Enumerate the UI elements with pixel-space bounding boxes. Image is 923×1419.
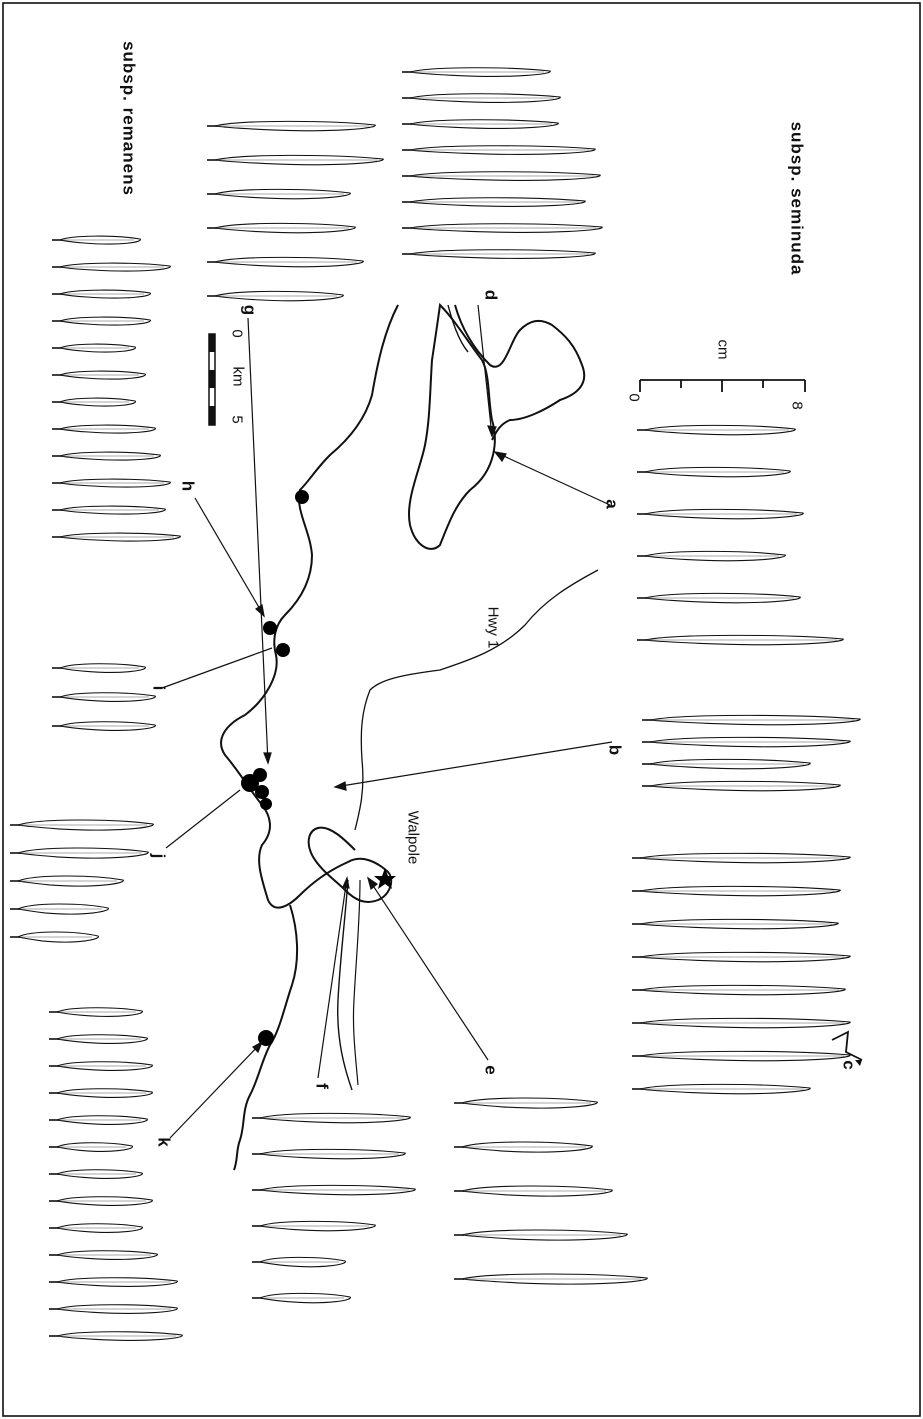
map-scale-segment — [209, 406, 215, 425]
pointer-line-e — [367, 877, 489, 1061]
population-dot — [253, 768, 267, 782]
sample-label-j: j — [149, 853, 169, 860]
pointer-line-d — [477, 304, 493, 437]
population-dot — [255, 785, 269, 799]
pointer-arrow-d — [487, 425, 497, 438]
pointer-arrow-k — [252, 1040, 264, 1054]
north-arrow-head-icon — [855, 1060, 862, 1066]
pointer-arrow-g — [263, 752, 272, 765]
inlet-shoreline — [220, 304, 399, 909]
title-subsp-remanens: subsp. remanens — [119, 41, 139, 196]
sample-label-a: a — [602, 499, 622, 510]
sample-label-c: c — [839, 1060, 859, 1071]
sample-label-b: b — [605, 744, 625, 757]
leaf-scale-bar — [639, 379, 806, 392]
pointer-arrow-f — [342, 876, 350, 889]
pointer-arrow-a — [493, 451, 507, 463]
river-outline-2 — [352, 879, 361, 1086]
lake-outline — [408, 302, 496, 550]
sample-label-i: i — [149, 685, 169, 692]
pointer-arrow-h — [255, 603, 265, 618]
sample-label-f: f — [312, 1083, 332, 1090]
pointer-lines — [161, 304, 613, 1139]
population-dot — [276, 643, 290, 657]
pointer-line-b — [334, 741, 613, 788]
pointer-arrow-b — [333, 781, 347, 791]
pointer-line-g — [247, 317, 269, 764]
walpole-shoreline — [299, 826, 393, 903]
pointer-line-i — [161, 647, 273, 689]
map-scale-bar — [208, 333, 216, 426]
sample-label-k: k — [154, 1137, 174, 1148]
lower-coast-outline — [233, 904, 299, 1171]
sample-label-d: d — [481, 289, 501, 302]
sample-label-g: g — [240, 304, 260, 317]
north-arrow-icon — [831, 1030, 863, 1061]
population-dot — [260, 798, 272, 810]
title-subsp-seminuda: subsp. seminuda — [787, 121, 807, 276]
map-scale-segment — [209, 370, 215, 388]
walpole-star-icon — [374, 868, 396, 889]
leaf-scale-unit: cm — [714, 339, 732, 360]
map-scale-min: 0 — [228, 329, 246, 338]
river-outline — [337, 879, 353, 1091]
road-label-hwy-1: Hwy 1 — [484, 606, 502, 649]
leaf-scale-min: 0 — [625, 393, 643, 402]
leaf-silhouettes — [10, 67, 861, 1341]
sample-label-h: h — [178, 480, 198, 493]
upper-inlet-outline — [454, 304, 586, 441]
pointer-line-a — [494, 451, 611, 506]
channel-outline — [447, 304, 469, 353]
pointer-line-j — [165, 789, 241, 849]
pointer-line-k — [169, 1041, 263, 1139]
map-scale-segment — [209, 334, 215, 352]
town-label-walpole: Walpole — [404, 810, 422, 865]
population-dots — [241, 490, 309, 1046]
population-dot — [295, 490, 309, 504]
highway-1-line — [354, 569, 599, 831]
map-scale-max: 5 — [228, 415, 246, 424]
pointer-arrow-e — [366, 876, 379, 891]
sample-label-e: e — [481, 1065, 501, 1076]
map-scale-unit: km — [229, 366, 247, 387]
pointer-line-h — [194, 497, 265, 617]
leaf-scale-max: 8 — [788, 401, 806, 410]
pointer-line-f — [317, 877, 348, 1079]
population-dot — [263, 621, 277, 635]
